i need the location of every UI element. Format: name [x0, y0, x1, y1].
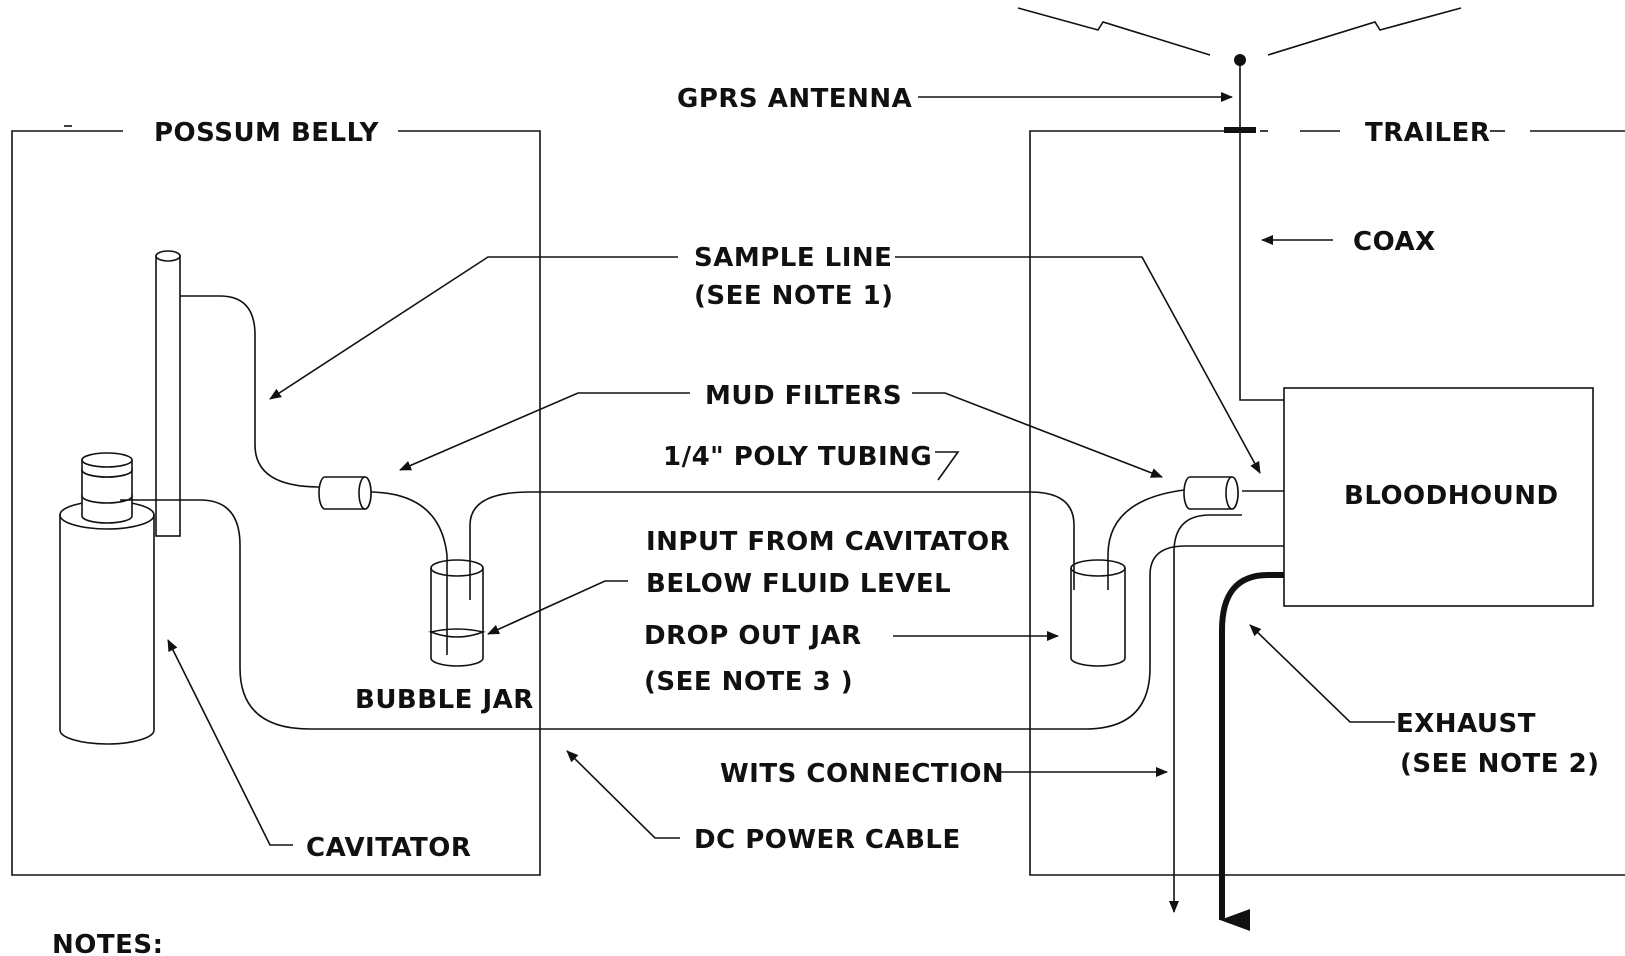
exhaust-line — [1219, 572, 1284, 931]
label-trailer: TRAILER — [1365, 118, 1490, 148]
tubing-tick-icon — [935, 451, 960, 481]
gprs-antenna — [1017, 7, 1462, 395]
label-bloodhound: BLOODHOUND — [1344, 481, 1559, 511]
cavitator — [59, 250, 1284, 745]
label-input-from-cavitator: INPUT FROM CAVITATOR — [646, 527, 1010, 557]
sample-line-left — [180, 295, 321, 488]
label-bubble-jar: BUBBLE JAR — [355, 685, 534, 715]
label-coax: COAX — [1353, 227, 1436, 257]
label-notes: NOTES: — [52, 930, 163, 956]
label-below-fluid-level: BELOW FLUID LEVEL — [646, 569, 951, 599]
bubble-jar — [428, 555, 486, 667]
drop-out-jar — [1070, 555, 1126, 667]
signal-wave-left-icon — [1017, 7, 1211, 56]
label-mud-filters: MUD FILTERS — [705, 381, 902, 411]
mud-filter-right — [1183, 476, 1239, 510]
possum-belly-enclosure — [11, 125, 541, 876]
label-dc-power-cable: DC POWER CABLE — [694, 825, 961, 855]
coax-cable — [1239, 395, 1284, 401]
poly-tubing — [469, 491, 1075, 560]
label-gprs-antenna: GPRS ANTENNA — [677, 84, 912, 114]
label-drop-out-jar: DROP OUT JAR — [644, 621, 862, 651]
bloodhound-unit — [1283, 387, 1594, 607]
signal-wave-right-icon — [1267, 7, 1462, 56]
label-poly-tubing: 1/4" POLY TUBING — [663, 442, 932, 472]
label-sample-line-note: (SEE NOTE 1) — [694, 281, 894, 311]
label-possum-belly: POSSUM BELLY — [154, 118, 380, 148]
trailer-enclosure — [1029, 130, 1625, 876]
mud-filter-left — [318, 476, 372, 510]
label-exhaust: EXHAUST — [1396, 709, 1536, 739]
label-wits-connection: WITS CONNECTION — [720, 759, 1004, 789]
label-exhaust-note: (SEE NOTE 2) — [1400, 749, 1600, 779]
label-drop-out-jar-note: (SEE NOTE 3 ) — [644, 667, 853, 697]
sample-line-right — [1173, 514, 1242, 598]
label-sample-line: SAMPLE LINE — [694, 243, 892, 273]
label-cavitator: CAVITATOR — [306, 833, 471, 863]
